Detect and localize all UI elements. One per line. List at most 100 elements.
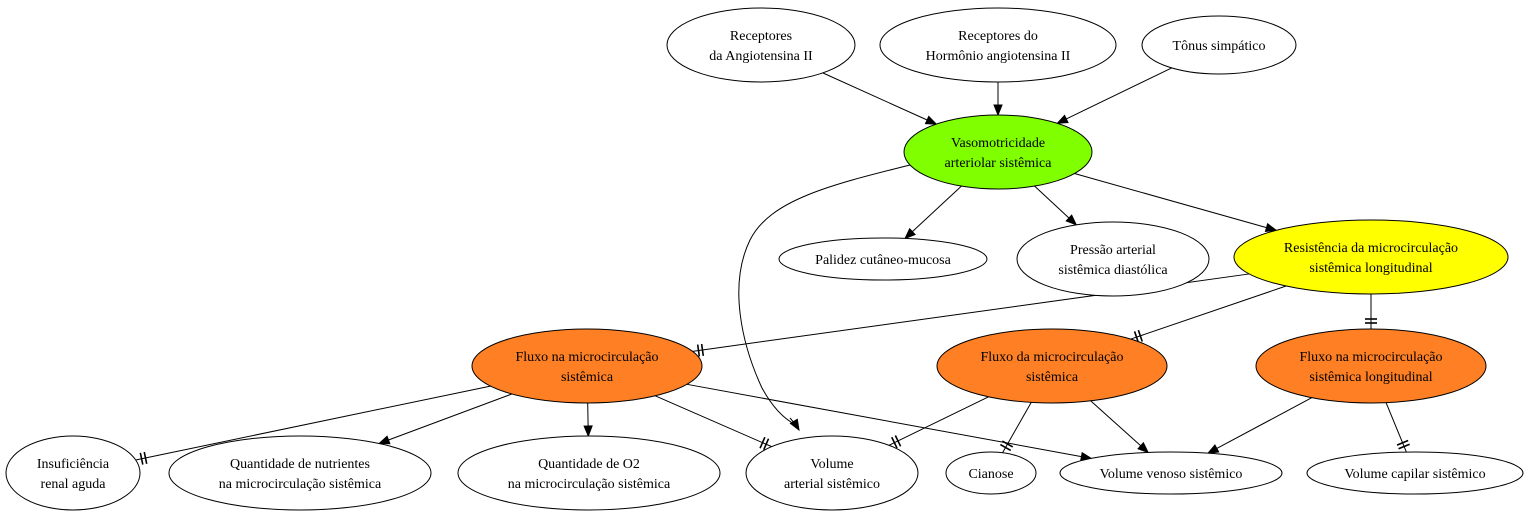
edge-resistencia-to-fluxo-na-micro-long <box>1365 294 1377 329</box>
tee-bar <box>999 443 1012 452</box>
node-label: Receptores <box>730 29 792 44</box>
node-label: Palidez cutâneo-mucosa <box>815 253 951 268</box>
edge-receptores-angiotensina-to-vasomotricidade <box>822 72 938 125</box>
node-label: na microcirculação sistêmica <box>219 477 382 492</box>
node-label: Receptores do <box>958 29 1038 44</box>
arrowhead <box>1137 441 1150 454</box>
edge-fluxo-na-micro-long-to-volume-venoso <box>1206 397 1312 454</box>
node-label: renal aguda <box>41 477 107 492</box>
node-ellipse <box>745 435 919 511</box>
node-tonus-simpatico: Tônus simpático <box>1141 15 1297 75</box>
node-label: Fluxo na microcirculação <box>1299 350 1442 365</box>
node-label: Volume capilar sistêmico <box>1344 467 1485 482</box>
node-label: na microcirculação sistêmica <box>508 477 671 492</box>
node-ellipse <box>903 114 1093 190</box>
edge-fluxo-da-micro-to-volume-arterial <box>888 396 989 449</box>
node-label: da Angiotensina II <box>709 49 813 64</box>
edge-fluxo-na-micro-to-volume-arterial <box>655 395 772 451</box>
arrowhead <box>1264 222 1278 233</box>
node-label: Vasomotricidade <box>951 136 1045 151</box>
tee-bar <box>1398 443 1410 450</box>
tee-bar <box>143 451 148 464</box>
node-label: Hormônio angiotensina II <box>926 49 1071 64</box>
arrowhead <box>583 425 593 438</box>
arrowhead <box>789 418 800 432</box>
tee-bar <box>894 435 902 447</box>
edge-fluxo-na-micro-to-o2 <box>583 402 593 438</box>
node-label: sistêmica <box>1026 370 1079 385</box>
node-label: Tônus simpático <box>1173 39 1266 54</box>
node-ellipse <box>666 7 856 83</box>
node-label: Quantidade de O2 <box>538 457 640 472</box>
edge-receptores-hormonio-to-vasomotricidade <box>993 82 1003 117</box>
edge-vasomotricidade-to-palidez <box>904 185 962 240</box>
node-label: arteriolar sistêmica <box>945 156 1053 171</box>
node-ellipse <box>1233 219 1509 295</box>
arrowhead <box>993 104 1003 117</box>
node-label: sistêmica diastólica <box>1058 263 1168 278</box>
node-fluxo-na-micro: Fluxo na microcirculação sistêmica <box>471 328 703 404</box>
node-ellipse <box>778 237 988 281</box>
node-label: sistêmica longitudinal <box>1309 370 1432 385</box>
node-label: arterial sistêmico <box>784 477 880 492</box>
tee-bar <box>696 344 701 357</box>
node-label: Cianose <box>968 467 1013 482</box>
node-vasomotricidade: Vasomotricidade arteriolar sistêmica <box>903 114 1093 190</box>
node-ellipse <box>471 328 703 404</box>
edge-resistencia-to-fluxo-da-micro <box>1130 285 1287 344</box>
node-receptores-hormonio: Receptores do Hormônio angiotensina II <box>879 7 1117 83</box>
node-ellipse <box>1059 451 1283 495</box>
node-ellipse <box>879 7 1117 83</box>
node-cianose: Cianose <box>945 451 1037 495</box>
arrowhead <box>1065 214 1078 226</box>
tee-bar <box>759 436 766 449</box>
tee-bar <box>891 436 898 449</box>
node-ellipse <box>168 435 432 511</box>
node-label: Pressão arterial <box>1070 243 1156 258</box>
edge-fluxo-da-micro-to-volume-venoso <box>1090 400 1150 454</box>
node-volume-capilar: Volume capilar sistêmico <box>1306 451 1524 495</box>
node-palidez: Palidez cutâneo-mucosa <box>778 237 988 281</box>
node-ellipse <box>1306 451 1524 495</box>
arrowhead <box>1056 114 1069 124</box>
arrowhead <box>1206 444 1220 454</box>
arrowhead <box>924 115 938 125</box>
tee-bar <box>763 438 770 451</box>
node-ellipse <box>945 451 1037 495</box>
edge-vasomotricidade-to-resistencia <box>1074 173 1278 233</box>
edge-fluxo-na-micro-to-nutrientes <box>377 393 513 445</box>
node-label: Insuficiência <box>37 457 110 472</box>
node-label: sistêmica <box>561 370 614 385</box>
node-nutrientes: Quantidade de nutrientes na microcirculaç… <box>168 435 432 511</box>
node-label: Volume venoso sistêmico <box>1100 467 1243 482</box>
tee-bar <box>700 343 705 356</box>
node-ellipse <box>5 435 141 511</box>
node-label: Fluxo na microcirculação <box>515 350 658 365</box>
edge-fluxo-na-micro-to-insuficiencia <box>135 385 491 465</box>
edge-vasomotricidade-to-pressao-arterial <box>1034 185 1078 226</box>
node-ellipse <box>936 328 1168 404</box>
tee-bar <box>1396 439 1409 446</box>
edge-fluxo-na-micro-long-to-volume-capilar <box>1385 402 1410 453</box>
arrowhead <box>904 227 916 240</box>
edge-vasomotricidade-to-volume-arterial <box>738 164 911 432</box>
node-label: Resistência da microcirculação <box>1284 241 1458 256</box>
node-label: sistêmica longitudinal <box>1309 261 1432 276</box>
tee-bar <box>139 452 144 465</box>
node-volume-venoso: Volume venoso sistêmico <box>1059 451 1283 495</box>
node-ellipse <box>1016 221 1210 297</box>
node-ellipse <box>1255 328 1487 404</box>
node-o2: Quantidade de O2 na microcirculação sistê… <box>457 435 721 511</box>
node-resistencia: Resistência da microcirculação sistêmica … <box>1233 219 1509 295</box>
edge-fluxo-da-micro-to-cianose <box>999 402 1032 453</box>
node-insuficiencia: Insuficiência renal aguda <box>5 435 141 511</box>
node-ellipse <box>457 435 721 511</box>
node-pressao-arterial: Pressão arterial sistêmica diastólica <box>1016 221 1210 297</box>
node-ellipse <box>1141 15 1297 75</box>
node-fluxo-na-micro-long: Fluxo na microcirculação sistêmica longit… <box>1255 328 1487 404</box>
node-label: Quantidade de nutrientes <box>230 457 370 472</box>
node-receptores-angiotensina: Receptores da Angiotensina II <box>666 7 856 83</box>
tee-bar <box>1001 440 1014 448</box>
